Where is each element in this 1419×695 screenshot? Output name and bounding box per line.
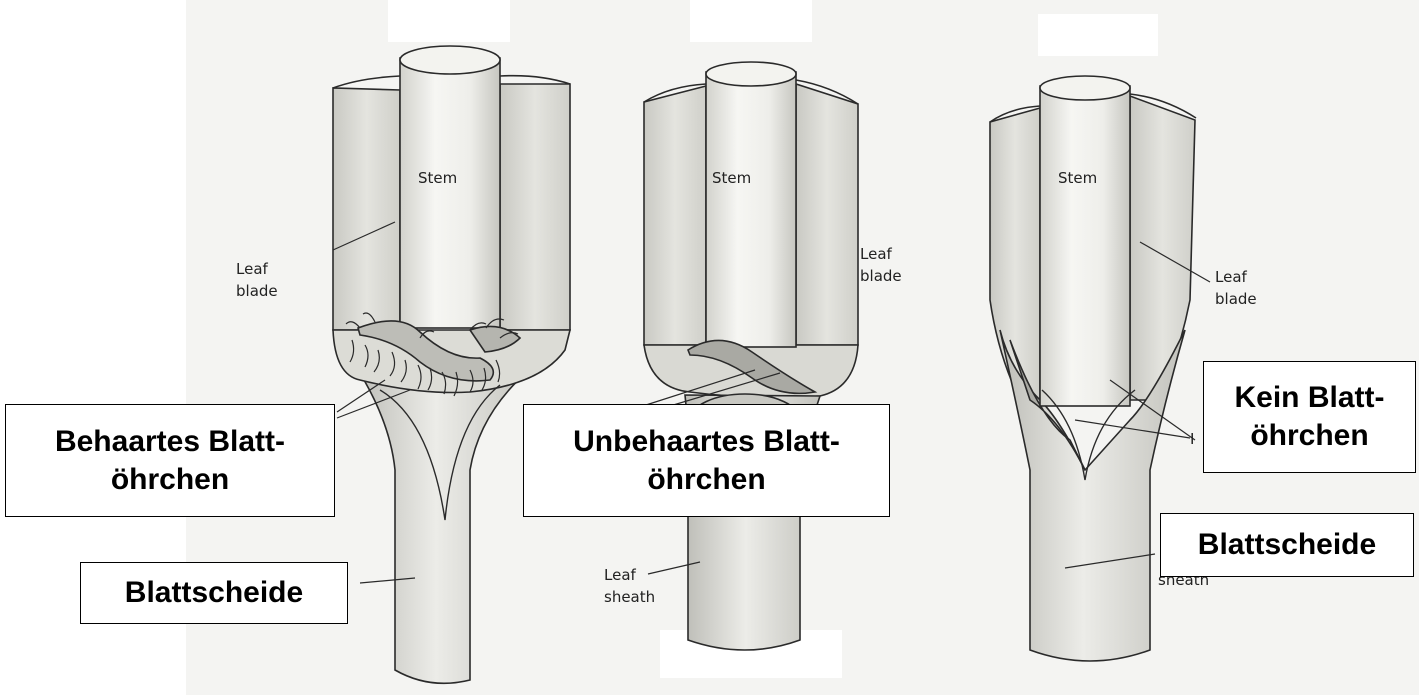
leaf-sheath-label-line1: Leaf — [604, 564, 655, 586]
leaf-blade-label-line2: blade — [1215, 288, 1257, 310]
callout-line2: öhrchen — [6, 461, 334, 499]
leaf-sheath-label-line2: sheath — [604, 586, 655, 608]
stem-label: Stem — [712, 167, 751, 189]
figure-2-drawing — [644, 62, 858, 650]
figure-1-drawing — [333, 46, 570, 683]
leaf-blade-label: Leaf blade — [236, 258, 278, 302]
callout-hairy-auricle: Behaartes Blatt- öhrchen — [5, 404, 335, 517]
leaf-blade-label: Leaf blade — [860, 243, 902, 287]
callout-line2: öhrchen — [1204, 417, 1415, 455]
leaf-blade-label: Leaf blade — [1215, 266, 1257, 310]
callout-line1: Unbehaartes Blatt- — [524, 423, 889, 461]
leaf-blade-label-line1: Leaf — [860, 243, 902, 265]
callout-hairless-auricle: Unbehaartes Blatt- öhrchen — [523, 404, 890, 517]
leaf-blade-label-line2: blade — [860, 265, 902, 287]
stem-label: Stem — [1058, 167, 1097, 189]
partial-label-fragment: I — [1190, 428, 1194, 450]
callout-leaf-sheath: Blattscheide — [80, 562, 348, 624]
callout-leaf-sheath: Blattscheide — [1160, 513, 1414, 577]
callout-line1: Behaartes Blatt- — [6, 423, 334, 461]
leaf-sheath-label: Leaf sheath — [604, 564, 655, 608]
callout-line2: öhrchen — [524, 461, 889, 499]
callout-line1: Kein Blatt- — [1204, 379, 1415, 417]
leaf-blade-label-line1: Leaf — [1215, 266, 1257, 288]
leaf-blade-label-line2: blade — [236, 280, 278, 302]
callout-no-auricle: Kein Blatt- öhrchen — [1203, 361, 1416, 473]
stem-label: Stem — [418, 167, 457, 189]
leaf-blade-label-line1: Leaf — [236, 258, 278, 280]
